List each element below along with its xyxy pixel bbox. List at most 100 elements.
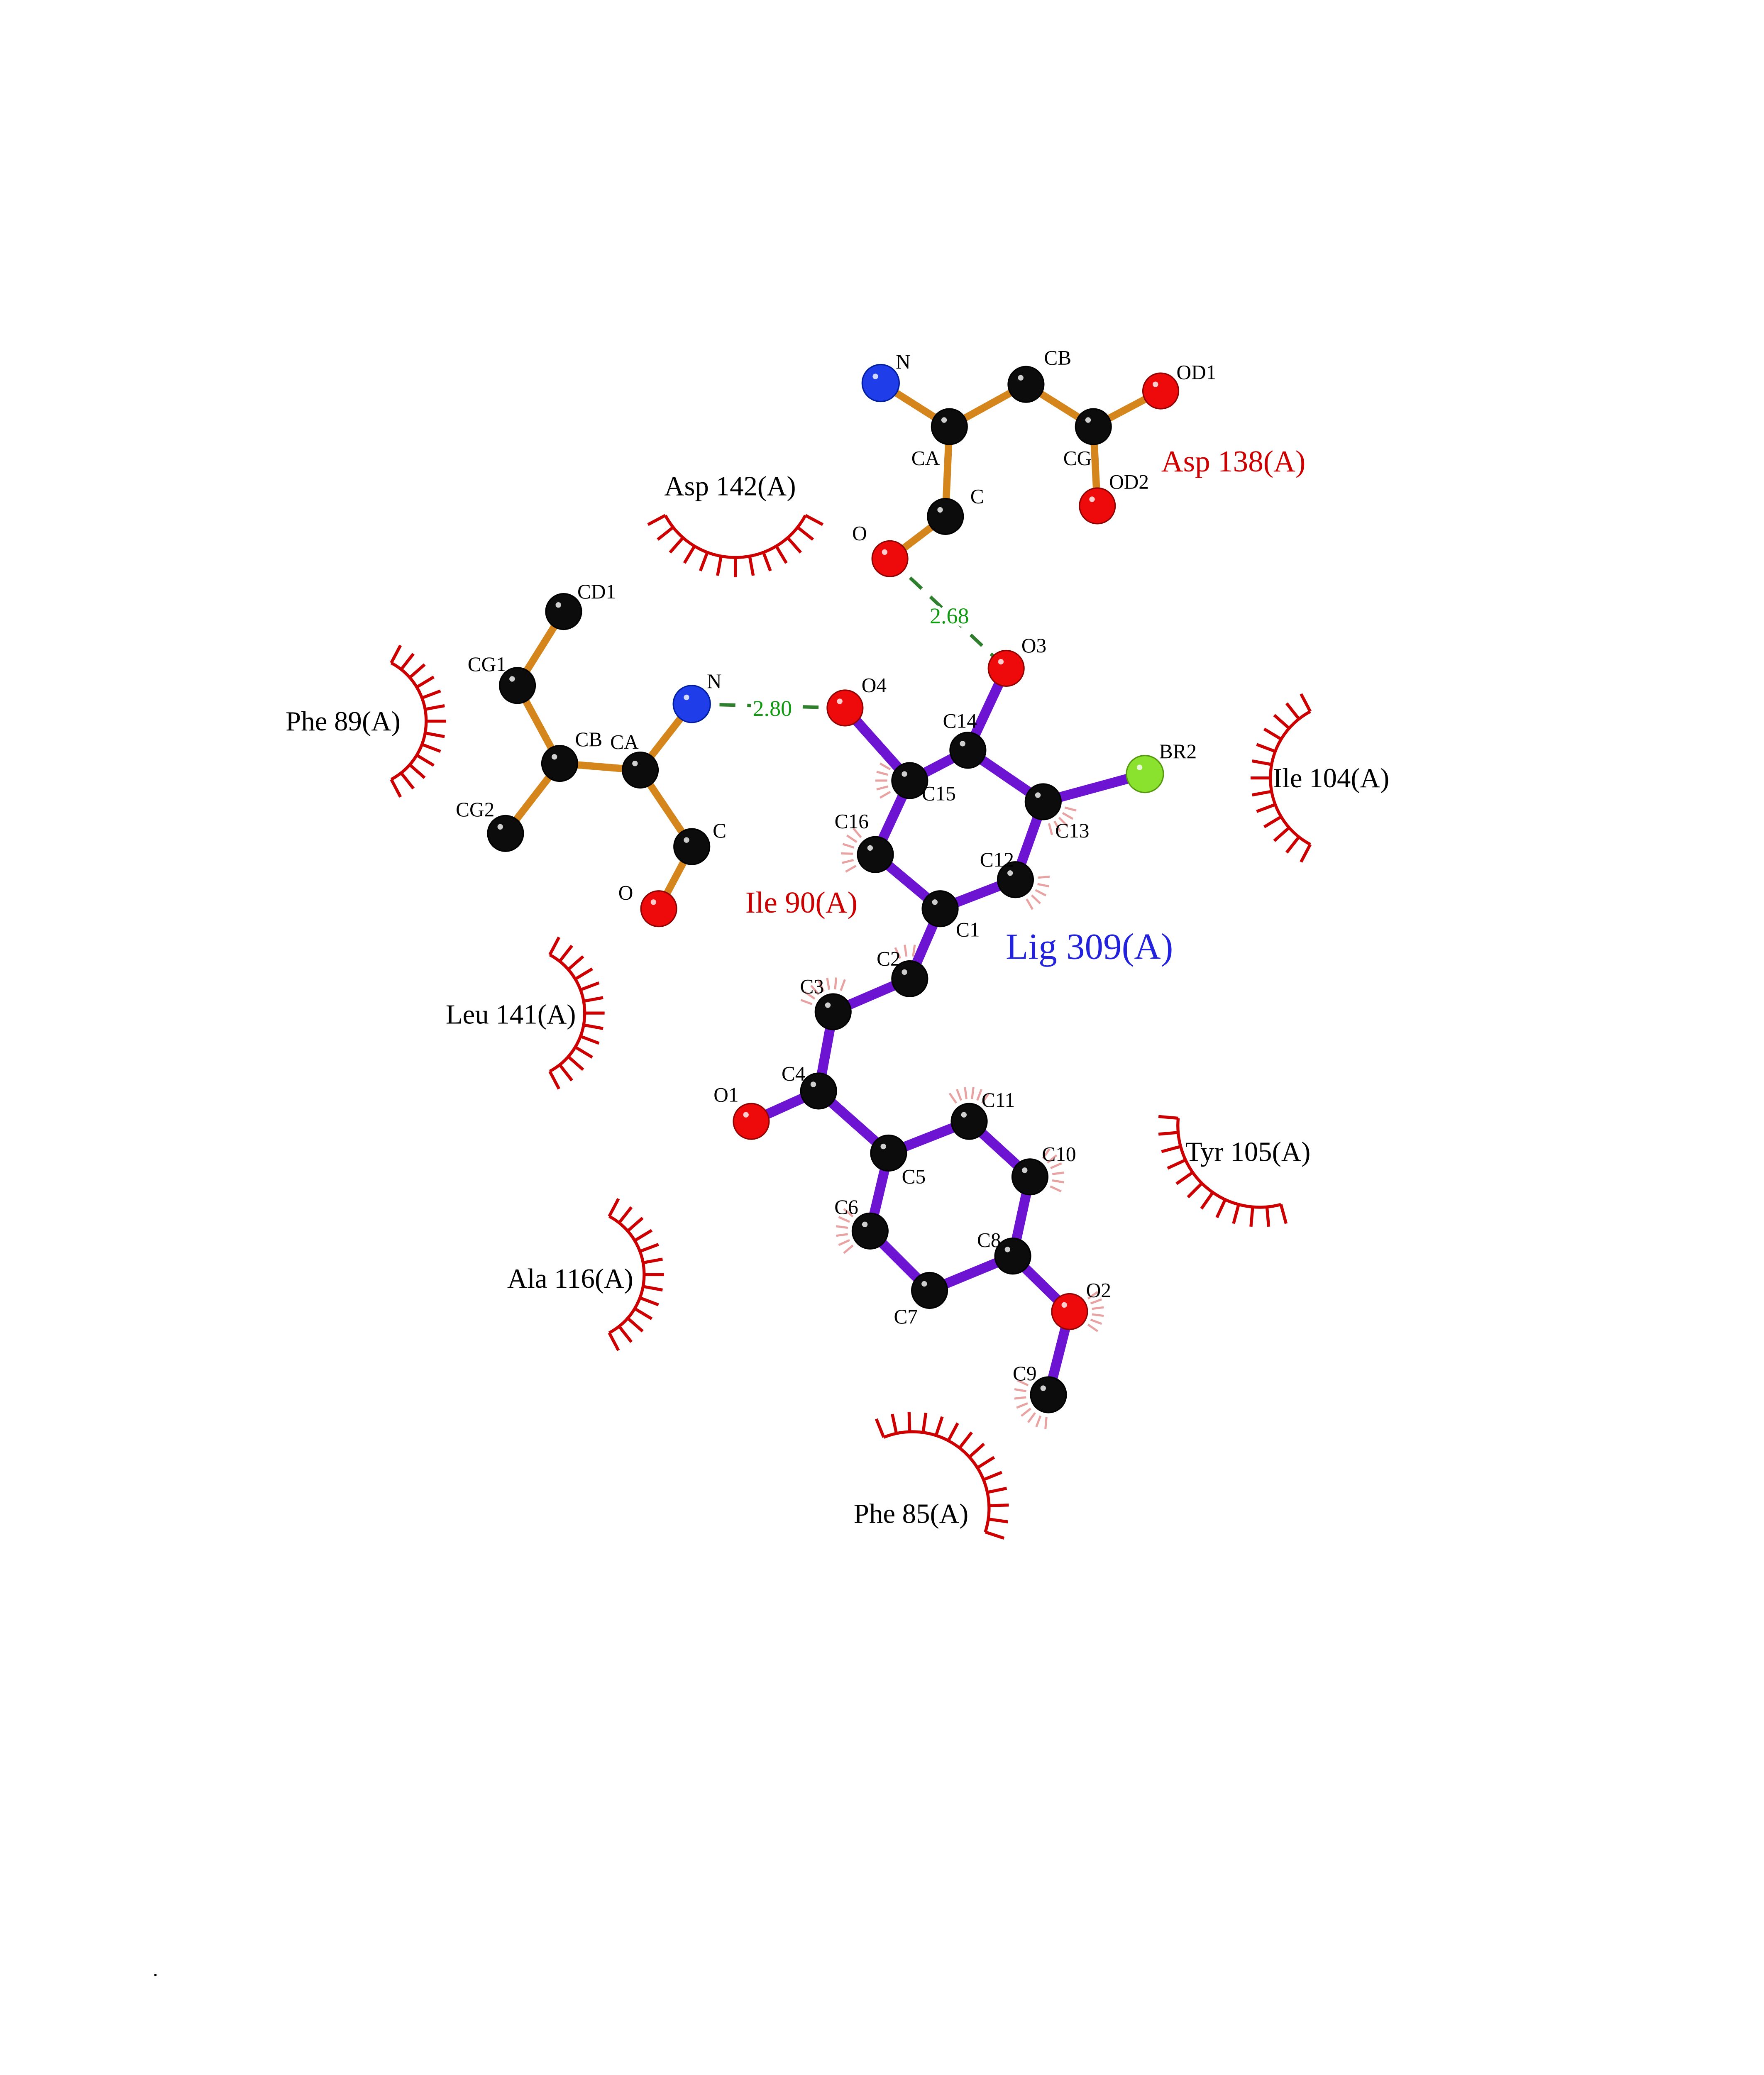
atom-highlight-O3 [998,659,1004,665]
atom-label-C: C [970,485,984,508]
flare-spoke [976,1089,983,1101]
contact-spoke [1187,1182,1203,1199]
contact-spoke [934,1416,944,1436]
contact-spoke [643,1257,663,1265]
atom-highlight-O [882,549,888,555]
contact-spoke [1158,1131,1178,1136]
contact-spoke [976,1456,995,1470]
flare-spoke [1064,806,1077,812]
atom-label-C: C [713,819,726,842]
contact-spoke [626,1317,644,1333]
flare-spoke [1052,1179,1064,1184]
contact-spoke [548,1070,561,1090]
atom-C15 [891,762,928,799]
atom-label-C16: C16 [835,810,869,833]
flare-spoke [1014,1388,1026,1392]
atom-C1 [921,890,959,928]
atom-label-N: N [707,670,722,693]
flare-spoke [964,1087,968,1099]
flare-spoke [1090,1298,1102,1305]
atom-label-C12: C12 [980,848,1014,871]
atom-label-CG1: CG1 [468,653,506,676]
atom-CA [622,751,659,789]
atom-highlight-CD1 [555,602,561,608]
atom-highlight-C16 [867,845,873,851]
contact-spoke [716,556,723,576]
atom-highlight-CG2 [497,824,503,830]
atom-contact-flare-C9 [1014,1379,1048,1429]
flare-spoke [1044,1417,1048,1429]
atom-O [640,890,677,928]
contact-spoke [958,1431,973,1449]
flare-spoke [838,1216,850,1223]
atom-label-N: N [896,350,911,373]
flare-spoke [1016,1402,1029,1409]
flare-spoke [1016,1379,1029,1387]
contact-arc [1269,710,1311,846]
atom-N [861,364,900,403]
atom-contact-flare-C16 [841,828,862,873]
atom-label-CA: CA [911,447,940,469]
atom-label-C10: C10 [1042,1143,1076,1166]
flare-spoke [846,834,858,843]
contact-spoke [985,1531,1005,1540]
atom-highlight-C4 [810,1081,816,1087]
contact-spoke [400,653,415,671]
atom-label-C6: C6 [834,1196,858,1218]
contact-spoke [762,552,772,571]
flare-spoke [1037,883,1050,888]
contact-spoke [1167,1158,1186,1170]
atom-label-C11: C11 [982,1089,1015,1111]
contact-arc [883,1430,991,1533]
contact-spoke [580,1035,600,1045]
atom-CG [1075,408,1112,445]
residue-label-ile-104a: Ile 104(A) [1273,763,1389,793]
flare-spoke [838,1239,850,1246]
flare-spoke [956,1089,963,1101]
atom-highlight-OD2 [1089,496,1095,502]
atom-CB [1007,366,1045,403]
atom-label-C14: C14 [943,710,977,732]
contact-spoke [425,704,445,711]
atom-O4 [826,689,864,727]
contact-arc [1176,1118,1282,1209]
atom-label-C3: C3 [800,975,824,998]
flare-spoke [804,991,816,1000]
contact-spoke [416,754,435,767]
residue-label-ala-116a: Ala 116(A) [507,1263,633,1294]
residue-label-phe-85a: Phe 85(A) [854,1499,969,1529]
flare-spoke [1035,889,1047,897]
atom-contact-flare-C10 [1042,1148,1064,1193]
atom-highlight-C [937,507,943,513]
flare-spoke [1031,894,1041,904]
atom-label-CB: CB [575,728,603,751]
atom-highlight-O2 [1061,1302,1067,1308]
atom-label-C5: C5 [902,1165,926,1188]
contact-spoke [988,1517,1008,1523]
atom-contact-flare-C12 [1026,875,1050,910]
atom-label-C15: C15 [922,782,956,805]
atom-label-OD1: OD1 [1177,361,1217,383]
contact-spoke [1256,803,1276,813]
contact-spoke [987,1487,1007,1494]
atom-highlight-C10 [1022,1167,1028,1173]
atom-CB [541,745,578,782]
flare-spoke [817,980,825,992]
atom-highlight-C [684,837,689,843]
contact-spoke [425,731,445,738]
atom-contact-flare-O2 [1087,1291,1104,1332]
residue-contact-ala-116a: Ala 116(A) [507,1198,664,1351]
contact-spoke [1279,1204,1288,1224]
contact-spoke [875,1418,885,1438]
contact-spoke [1300,843,1312,863]
atom-contact-flare-C13 [1048,806,1077,835]
atom-C11 [950,1103,988,1140]
atom-C8 [994,1238,1031,1275]
flare-spoke [840,979,846,991]
atom-label-OD2: OD2 [1109,471,1149,493]
atom-highlight-O4 [837,698,843,704]
atom-label-C4: C4 [782,1062,806,1085]
atom-highlight-CB [1018,375,1024,381]
flare-spoke [1090,1318,1102,1325]
